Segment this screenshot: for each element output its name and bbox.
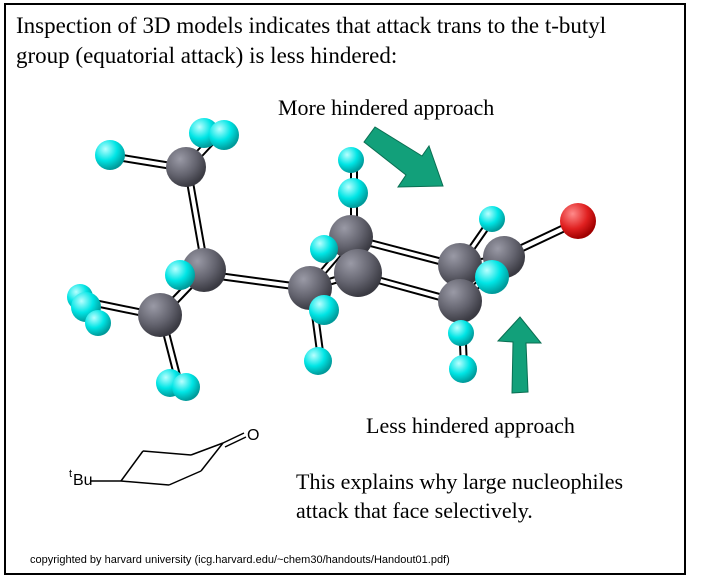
hydrogen-atom (165, 260, 195, 290)
less-hindered-label: Less hindered approach (366, 413, 575, 438)
hydrogen-atom (310, 235, 338, 263)
hydrogen-atom (479, 206, 505, 232)
intro-text: Inspection of 3D models indicates that a… (16, 11, 686, 71)
hydrogen-atom (172, 373, 200, 401)
explanation-line-2: attack that face selectively. (296, 498, 533, 523)
arrows (363, 126, 543, 394)
carbon-atom (166, 147, 206, 187)
hydrogen-atom (448, 320, 474, 346)
carbon-atom (334, 249, 382, 297)
intro-line-2: group (equatorial attack) is less hinder… (16, 43, 398, 68)
hydrogen-atom (338, 178, 368, 208)
ring-bond (120, 450, 144, 482)
hydrogen-atom (309, 295, 339, 325)
carbon-atom (438, 243, 482, 287)
tbu-prefix: t (69, 468, 72, 480)
hydrogen-atom (449, 355, 477, 383)
figure-frame: Inspection of 3D models indicates that a… (4, 3, 686, 575)
carbon-atom (438, 279, 482, 323)
explanation-text: This explains why large nucleophiles att… (296, 467, 623, 525)
ring-bond (168, 470, 202, 486)
more-hindered-label: More hindered approach (278, 95, 495, 120)
hydrogen-atom (338, 147, 364, 173)
hydrogen-atom (95, 140, 125, 170)
molecule-model-3d (67, 118, 596, 401)
more-hindered-arrow (363, 126, 444, 188)
hydrogen-atom (85, 310, 111, 336)
ring-bond (142, 450, 192, 456)
intro-line-1: Inspection of 3D models indicates that a… (16, 13, 607, 38)
carbonyl-bond (222, 432, 247, 448)
hydrogen-atom (475, 260, 509, 294)
carbon-atom (329, 215, 373, 259)
ring-bond (120, 480, 170, 486)
carbon-atom (138, 293, 182, 337)
oxygen-atom (560, 203, 596, 239)
hydrogen-atom (209, 120, 239, 150)
oxygen-label: O (247, 427, 259, 444)
ring-bond (200, 442, 224, 472)
tbu-label: Bu (73, 472, 93, 489)
hydrogen-atom (304, 347, 332, 375)
cyclohexanone-structure: t Bu O (69, 427, 259, 489)
ring-bond (190, 442, 224, 456)
copyright-note: copyrighted by harvard university (icg.h… (30, 554, 450, 566)
explanation-line-1: This explains why large nucleophiles (296, 469, 624, 494)
less-hindered-arrow (496, 316, 543, 394)
atoms (67, 118, 596, 401)
